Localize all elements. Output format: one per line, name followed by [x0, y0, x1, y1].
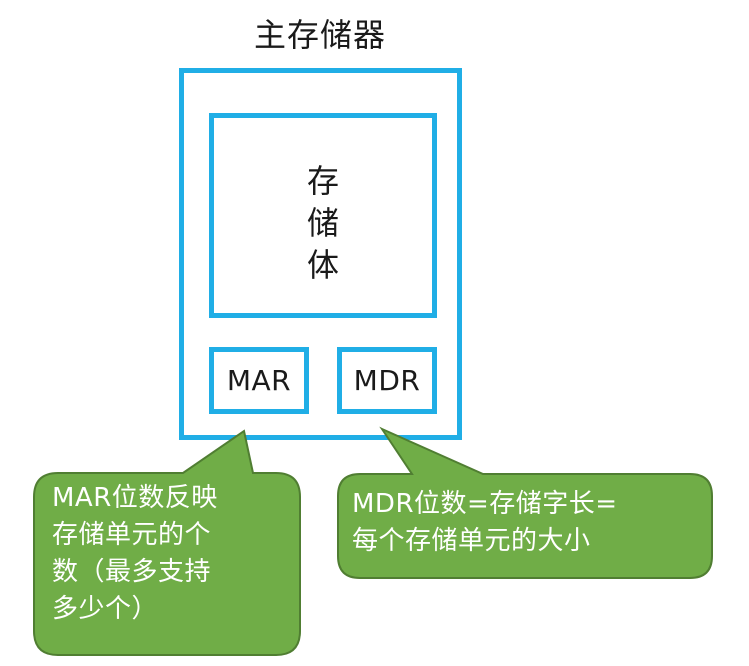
mdr-callout-bubble: [337, 426, 713, 579]
mar-callout-bubble: [33, 429, 301, 656]
mdr-callout-text: MDR位数=存储字长= 每个存储单元的大小: [352, 489, 618, 556]
mar-callout-text: MAR位数反映 存储单元的个 数（最多支持 多少个）: [52, 483, 218, 624]
mar-register-box: MAR: [209, 347, 309, 414]
storage-body-label: 存 储 体: [306, 162, 339, 284]
mdr-label: MDR: [353, 364, 421, 397]
main-memory-box: [179, 68, 462, 440]
mdr-register-box: MDR: [337, 347, 437, 414]
storage-body-box: [209, 113, 437, 318]
main-memory-title: 主存储器: [253, 16, 386, 54]
mar-label: MAR: [226, 364, 292, 397]
